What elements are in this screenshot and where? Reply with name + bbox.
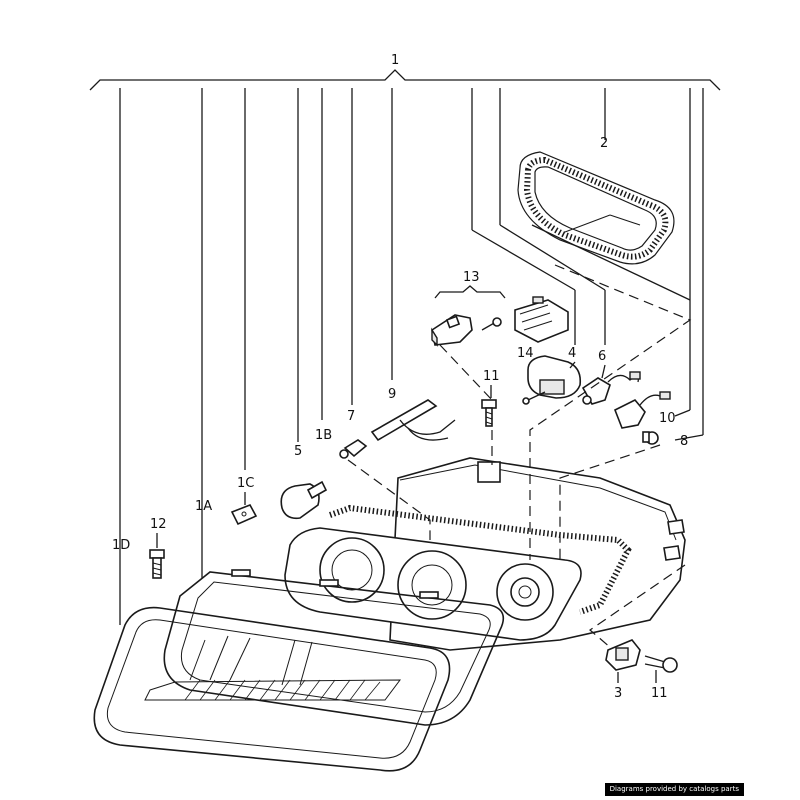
callout-14: 14 bbox=[517, 346, 534, 361]
callout-11-top: 11 bbox=[483, 369, 500, 384]
callout-3: 3 bbox=[614, 686, 622, 701]
screw-part-12 bbox=[149, 549, 165, 579]
assembly-bracket bbox=[89, 69, 721, 91]
callout-11-bottom: 11 bbox=[651, 686, 668, 701]
bulb-part-7 bbox=[339, 439, 368, 459]
bezel-part-1A bbox=[163, 569, 505, 726]
callout-1A: 1A bbox=[195, 499, 212, 514]
callout-1D: 1D bbox=[112, 538, 130, 553]
screw-part-11-top bbox=[481, 399, 497, 427]
callout-6: 6 bbox=[598, 349, 606, 364]
halogen-bulb-part-5 bbox=[280, 480, 328, 520]
bottom-leaders bbox=[156, 361, 657, 683]
callout-2: 2 bbox=[600, 136, 608, 151]
callout-12: 12 bbox=[150, 517, 167, 532]
callout-1B: 1B bbox=[315, 428, 332, 443]
screw-part-11-bottom bbox=[644, 655, 678, 673]
callout-7: 7 bbox=[347, 409, 355, 424]
credit-label: Diagrams provided by catalogs parts bbox=[604, 783, 744, 796]
bracket-part-9 bbox=[370, 399, 456, 442]
callout-labels: 1 2 13 14 4 6 11 9 7 1B 5 10 8 1C 1A 12 … bbox=[112, 53, 688, 701]
socket-part-10 bbox=[613, 391, 671, 429]
callout-4: 4 bbox=[568, 346, 576, 361]
lens-part-1D bbox=[93, 606, 451, 772]
callout-5: 5 bbox=[294, 444, 302, 459]
bulb-holder-part-6 bbox=[581, 371, 641, 405]
callout-1: 1 bbox=[391, 53, 399, 68]
connector-part-14 bbox=[514, 296, 569, 343]
lens-hatch-area bbox=[144, 635, 402, 701]
clamp-part-3 bbox=[605, 639, 641, 671]
bulb-part-8 bbox=[642, 431, 659, 445]
clip-part-1C bbox=[230, 503, 258, 526]
holder-part-13 bbox=[431, 314, 502, 347]
leader-lines bbox=[119, 88, 704, 625]
bracket-13 bbox=[434, 285, 506, 299]
actuator-part-4 bbox=[522, 355, 582, 405]
gasket-seal-part bbox=[517, 151, 675, 265]
callout-8: 8 bbox=[680, 434, 688, 449]
callout-10: 10 bbox=[659, 411, 676, 426]
callout-1C: 1C bbox=[237, 476, 254, 491]
reflector-assembly bbox=[284, 527, 582, 641]
callout-9: 9 bbox=[388, 387, 396, 402]
housing-gasket-1B bbox=[329, 504, 632, 615]
callout-13: 13 bbox=[463, 270, 480, 285]
screw-13-icon bbox=[481, 317, 502, 331]
